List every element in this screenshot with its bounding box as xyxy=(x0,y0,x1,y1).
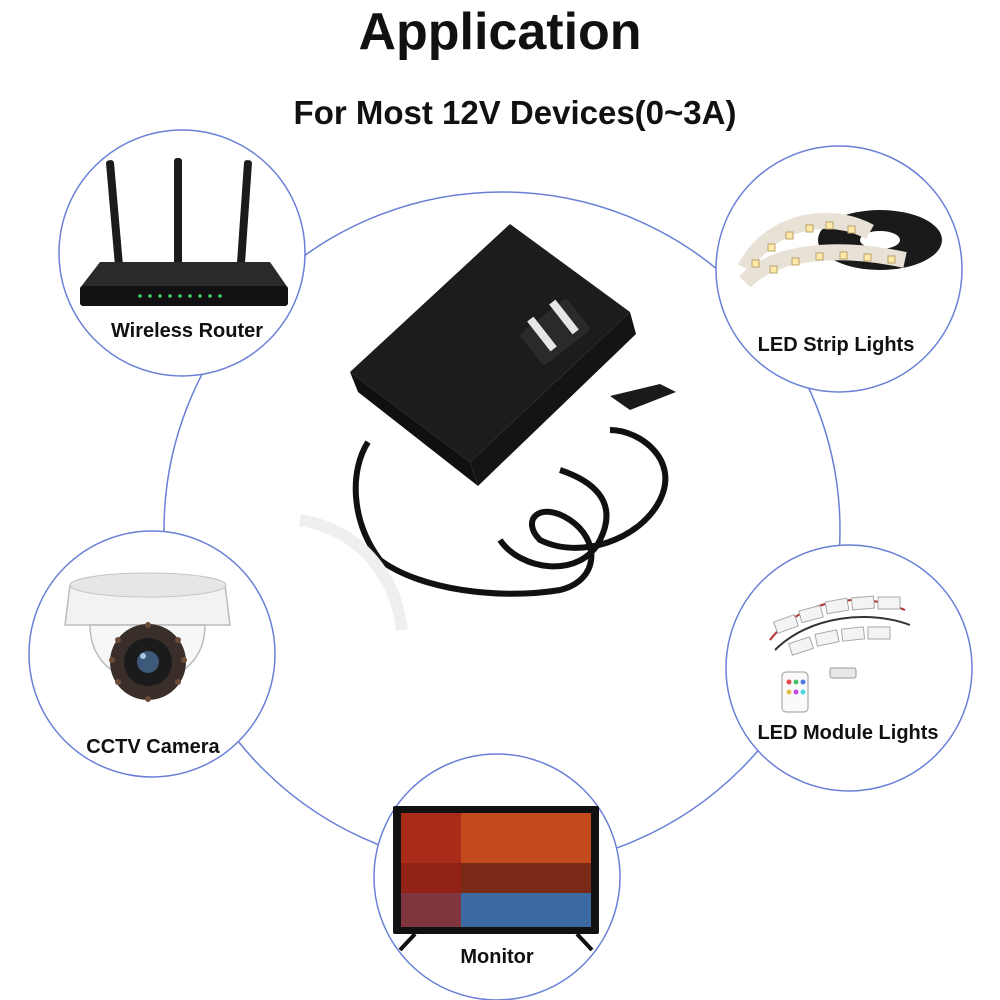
device-label-led-strip: LED Strip Lights xyxy=(757,334,915,356)
device-label-monitor: Monitor xyxy=(460,946,534,968)
led-strip-circle xyxy=(715,145,963,393)
router-icon xyxy=(80,158,288,306)
page-title: Application xyxy=(358,3,642,61)
led-strip-icon xyxy=(737,210,942,288)
device-label-led-module: LED Module Lights xyxy=(757,722,939,744)
cctv-camera-icon xyxy=(64,572,231,702)
led-module-icon xyxy=(769,595,911,713)
device-label-cctv: CCTV Camera xyxy=(86,736,220,758)
device-label-router: Wireless Router xyxy=(110,320,264,342)
power-adapter-icon xyxy=(298,224,676,631)
monitor-icon xyxy=(393,806,599,952)
page-subtitle: For Most 12V Devices(0~3A) xyxy=(293,94,737,131)
